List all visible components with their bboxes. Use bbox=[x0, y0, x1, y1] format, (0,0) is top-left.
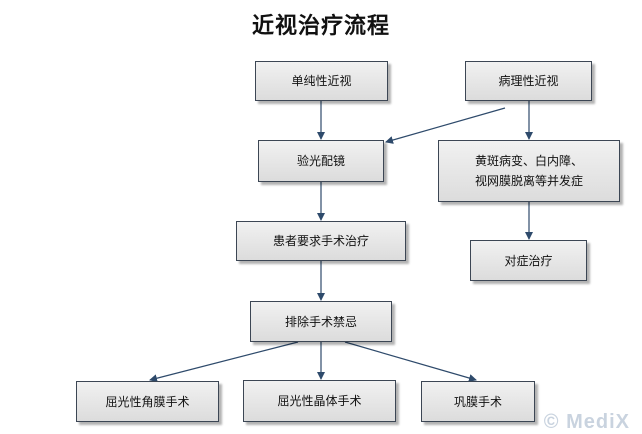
arrow-screening-to-corneal bbox=[149, 341, 299, 383]
arrow-pathological-to-optometry bbox=[385, 107, 506, 144]
node-scleral-surgery: 巩膜手术 bbox=[421, 381, 535, 422]
node-contraindication-screening: 排除手术禁忌 bbox=[250, 301, 392, 342]
node-surgery-request: 患者要求手术治疗 bbox=[236, 221, 406, 261]
node-complications-label: 黄斑病变、白内障、 视网膜脱离等并发症 bbox=[474, 154, 583, 188]
node-corneal-surgery: 屈光性角膜手术 bbox=[76, 381, 219, 422]
node-symptomatic-treatment-label: 对症治疗 bbox=[504, 253, 553, 268]
node-optometry-label: 验光配镜 bbox=[296, 154, 345, 168]
diagram-title: 近视治疗流程 bbox=[251, 14, 390, 39]
node-symptomatic-treatment: 对症治疗 bbox=[470, 240, 587, 281]
node-scleral-surgery-label: 巩膜手术 bbox=[453, 394, 502, 409]
node-surgery-request-label: 患者要求手术治疗 bbox=[272, 234, 369, 248]
node-optometry: 验光配镜 bbox=[258, 140, 384, 182]
node-pathological-myopia: 病理性近视 bbox=[465, 61, 592, 101]
node-pathological-myopia-label: 病理性近视 bbox=[498, 74, 559, 88]
node-lens-surgery-label: 屈光性晶体手术 bbox=[277, 394, 362, 408]
node-contraindication-screening-label: 排除手术禁忌 bbox=[284, 314, 357, 329]
medix-watermark: © MediX bbox=[543, 411, 630, 433]
arrow-screening-to-scleral bbox=[344, 341, 477, 382]
node-simple-myopia-label: 单纯性近视 bbox=[291, 74, 352, 88]
node-lens-surgery: 屈光性晶体手术 bbox=[243, 380, 396, 422]
node-corneal-surgery-label: 屈光性角膜手术 bbox=[105, 394, 190, 409]
node-complications: 黄斑病变、白内障、 视网膜脱离等并发症 bbox=[438, 140, 620, 202]
node-simple-myopia: 单纯性近视 bbox=[255, 61, 388, 101]
